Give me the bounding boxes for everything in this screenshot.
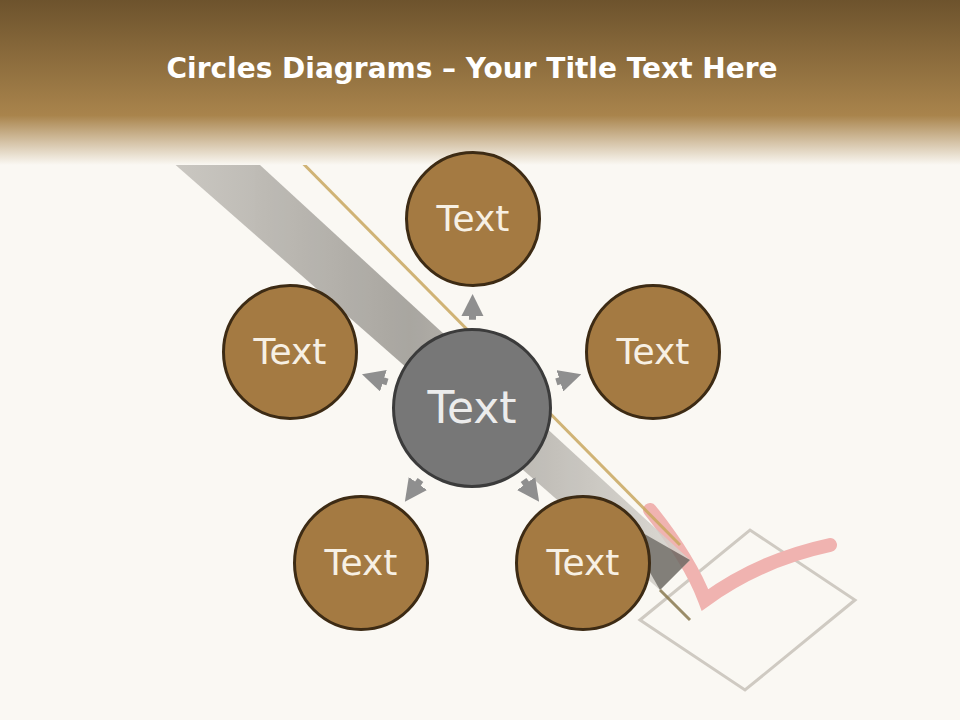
node-label: Text [515, 542, 651, 583]
node-label: Text [293, 542, 429, 583]
outer-circle: Text [222, 284, 358, 420]
arrow-connector [556, 378, 570, 382]
arrow-connector [373, 377, 388, 382]
node-label: Text [585, 331, 721, 372]
outer-circle: Text [515, 495, 651, 631]
arrow-connector [411, 480, 420, 493]
outer-circle: Text [405, 151, 541, 287]
node-label: Text [392, 383, 552, 434]
arrow-connector [469, 305, 476, 320]
outer-circle: Text [585, 284, 721, 420]
title: Circles Diagrams – Your Title Text Here [0, 52, 944, 85]
arrow-connector [524, 480, 533, 493]
node-label: Text [405, 198, 541, 239]
center-circle: Text [392, 328, 552, 488]
node-label: Text [222, 331, 358, 372]
outer-circle: Text [293, 495, 429, 631]
